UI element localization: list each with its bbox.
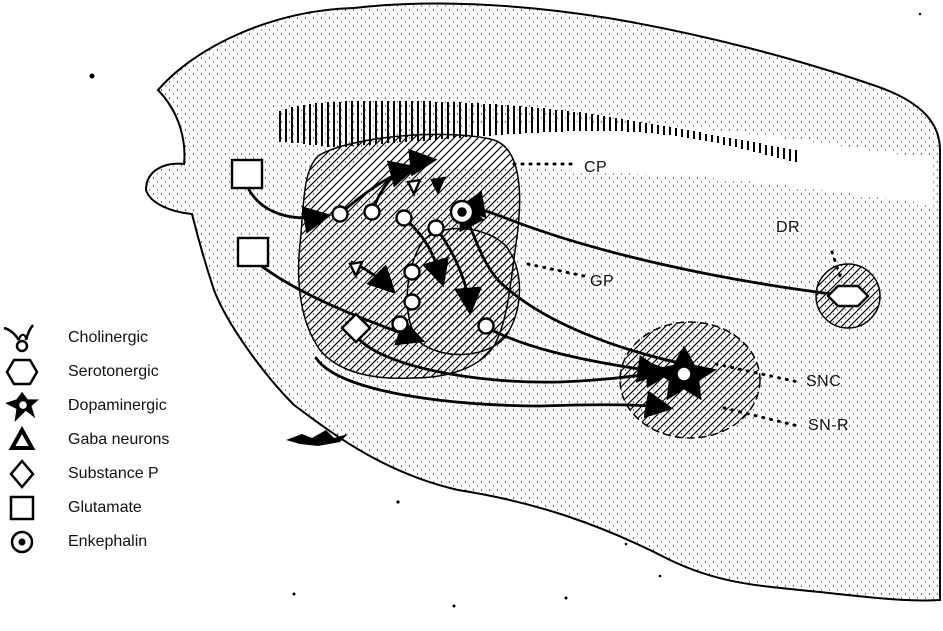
striatum-cell-4 <box>429 221 444 236</box>
hexagon-icon <box>2 356 44 388</box>
legend-item-cholinergic: Cholinergic <box>0 322 260 354</box>
legend-label-serotonergic: Serotonergic <box>68 362 159 382</box>
label-dr: DR <box>776 219 800 236</box>
dopaminergic-star-icon <box>2 390 44 422</box>
legend-item-gaba: Gaba neurons <box>0 424 260 456</box>
gaba-cell-2 <box>479 319 494 334</box>
striatum-cell-3 <box>397 211 412 226</box>
striatum-cell-5 <box>405 265 420 280</box>
legend-label-dopaminergic: Dopaminergic <box>68 396 167 416</box>
square-icon <box>2 492 44 524</box>
glutamate-square-1 <box>232 160 262 188</box>
legend-label-cholinergic: Cholinergic <box>68 328 148 348</box>
legend-item-dopaminergic: Dopaminergic <box>0 390 260 422</box>
legend-item-substance-p: Substance P <box>0 458 260 490</box>
label-snc: SNC <box>806 373 841 390</box>
label-gp: GP <box>590 273 614 290</box>
legend-label-enkephalin: Enkephalin <box>68 532 147 552</box>
striatum-cell-2 <box>365 205 380 220</box>
dotted-circle-icon <box>2 526 44 558</box>
legend-label-gaba: Gaba neurons <box>68 430 169 450</box>
dopaminergic-core <box>679 369 689 379</box>
gaba-cell-1 <box>393 317 408 332</box>
raphe-hexagon <box>828 286 868 306</box>
legend-label-glutamate: Glutamate <box>68 498 142 518</box>
cholinergic-icon <box>2 322 44 354</box>
enkephalin-cell-inner <box>459 209 466 216</box>
glutamate-square-2 <box>238 238 268 266</box>
legend-item-enkephalin: Enkephalin <box>0 526 260 558</box>
legend-item-serotonergic: Serotonergic <box>0 356 260 388</box>
legend-item-glutamate: Glutamate <box>0 492 260 524</box>
label-snr: SN-R <box>808 417 849 434</box>
striatum-cell-1 <box>333 207 348 222</box>
gp-cell <box>405 295 420 310</box>
legend-label-substance-p: Substance P <box>68 464 159 484</box>
diamond-icon <box>2 458 44 490</box>
label-cp: CP <box>584 159 607 176</box>
triangle-icon <box>2 424 44 456</box>
